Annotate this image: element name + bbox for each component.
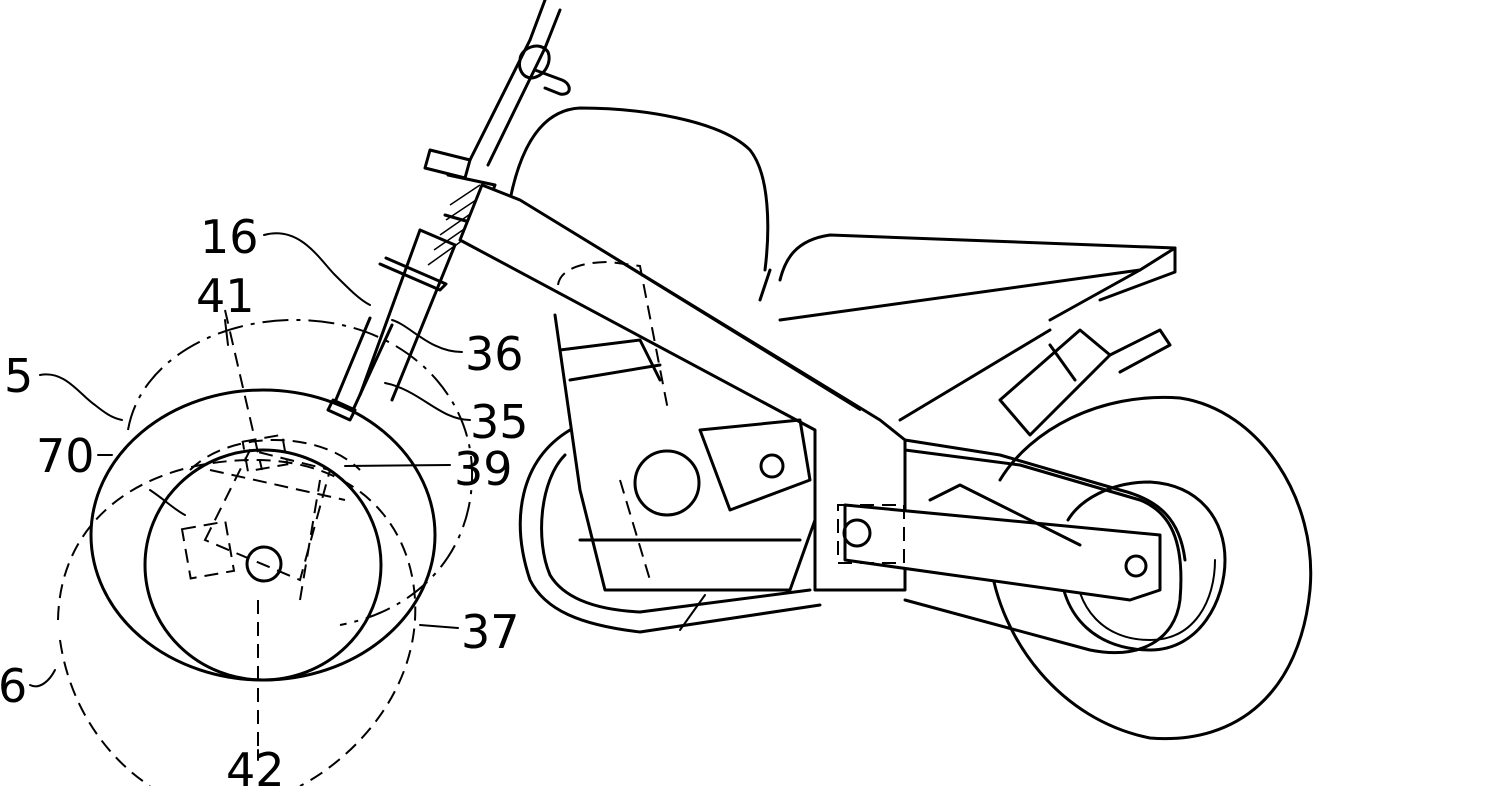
leader-36 bbox=[391, 319, 463, 353]
numeral-70: 70 bbox=[36, 429, 95, 483]
front-wheel-phantom bbox=[57, 309, 474, 786]
rear-wheel bbox=[988, 395, 1313, 741]
numeral-35: 35 bbox=[470, 395, 529, 449]
leader-35 bbox=[384, 382, 471, 421]
numeral-5: 5 bbox=[4, 349, 33, 403]
engine bbox=[553, 260, 817, 592]
front-wheel bbox=[89, 388, 437, 682]
leader-6 bbox=[29, 669, 56, 688]
leader-5 bbox=[39, 373, 123, 421]
rear-shock bbox=[898, 328, 1172, 437]
leader-lines bbox=[29, 232, 471, 761]
reference-numerals: 16 41 5 36 35 70 39 37 6 42 bbox=[0, 210, 529, 786]
numeral-16: 16 bbox=[200, 210, 259, 264]
numeral-39: 39 bbox=[454, 442, 513, 496]
numeral-41: 41 bbox=[196, 269, 255, 323]
leader-16 bbox=[263, 232, 371, 306]
swing-arm bbox=[837, 438, 1187, 655]
leader-41 bbox=[224, 319, 229, 346]
leader-arrow-70 bbox=[149, 489, 186, 516]
exhaust-pipe bbox=[518, 428, 822, 634]
leader-39 bbox=[344, 464, 451, 467]
numeral-42: 42 bbox=[226, 743, 285, 786]
fuel-tank bbox=[508, 106, 772, 302]
leader-37 bbox=[419, 624, 459, 629]
numeral-36: 36 bbox=[465, 327, 524, 381]
numeral-6: 6 bbox=[0, 659, 27, 713]
seat-tail bbox=[778, 233, 1177, 322]
numeral-37: 37 bbox=[461, 605, 520, 659]
main-frame bbox=[458, 183, 907, 592]
